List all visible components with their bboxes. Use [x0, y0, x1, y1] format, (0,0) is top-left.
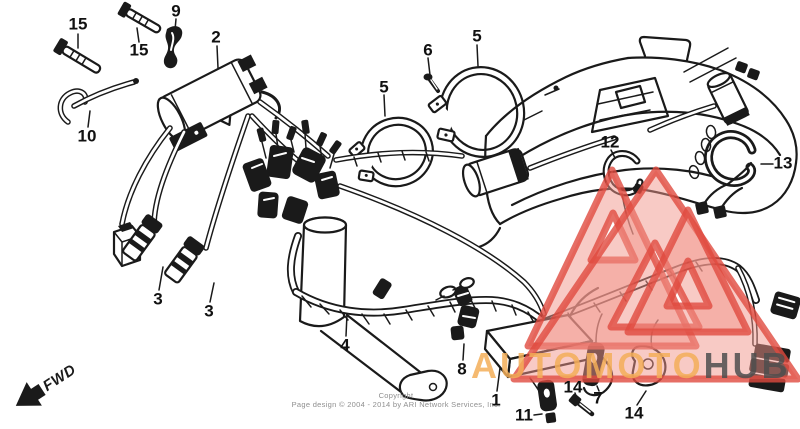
- part-callout-3[interactable]: 3: [153, 289, 163, 309]
- part-callout-15[interactable]: 15: [129, 40, 149, 60]
- stay-bracket[interactable]: [163, 26, 183, 69]
- band-clamp-small[interactable]: [339, 109, 441, 198]
- part-callout-12[interactable]: 12: [600, 132, 620, 152]
- part-callout-9[interactable]: 9: [171, 1, 181, 21]
- harness-clip-10[interactable]: [57, 78, 139, 125]
- part-callout-1[interactable]: 1: [491, 390, 501, 410]
- part-callout-6[interactable]: 6: [423, 40, 433, 60]
- part-callout-10[interactable]: 10: [77, 126, 97, 146]
- part-callout-4[interactable]: 4: [340, 335, 350, 355]
- part-callout-14[interactable]: 14: [624, 403, 644, 423]
- spark-plug-cap[interactable]: [120, 213, 163, 262]
- wire-clamp-12[interactable]: [602, 150, 644, 235]
- copyright-line2: Page design © 2004 - 2014 by ARI Network…: [291, 400, 501, 409]
- part-callout-3[interactable]: 3: [204, 301, 214, 321]
- connector-cluster[interactable]: [242, 119, 343, 225]
- part-callout-5[interactable]: 5: [472, 26, 482, 46]
- switch-part-11[interactable]: [537, 379, 560, 424]
- part-callout-13[interactable]: 13: [773, 153, 793, 173]
- mounting-bolt[interactable]: [117, 1, 163, 36]
- right-connector[interactable]: [770, 291, 800, 321]
- copyright-notice: Copyright Page design © 2004 - 2014 by A…: [292, 391, 501, 409]
- band-clamp-large[interactable]: [416, 59, 533, 168]
- spark-plug-cap[interactable]: [162, 235, 205, 284]
- stacked-connector[interactable]: [746, 343, 792, 393]
- copyright-line1: Copyright: [378, 391, 414, 400]
- callout-leaders: [77, 18, 774, 416]
- part-callout-2[interactable]: 2: [211, 27, 221, 47]
- part-callout-14[interactable]: 14: [563, 377, 583, 397]
- fwd-direction-marker: FWD: [15, 361, 79, 406]
- mounting-bolt[interactable]: [53, 37, 104, 76]
- bolt-part-14[interactable]: [568, 393, 595, 417]
- fwd-label: FWD: [40, 361, 79, 395]
- part-callout-5[interactable]: 5: [379, 77, 389, 97]
- condenser-part-13[interactable]: [704, 61, 760, 187]
- clamp-screw[interactable]: [423, 73, 440, 93]
- grommet-part-14[interactable]: [595, 313, 667, 387]
- part-callout-15[interactable]: 15: [68, 14, 88, 34]
- part-callout-11[interactable]: 11: [515, 405, 533, 425]
- part-callout-7[interactable]: 7: [593, 388, 603, 408]
- part-callout-8[interactable]: 8: [457, 359, 467, 379]
- harness-bracket-8[interactable]: [372, 276, 481, 341]
